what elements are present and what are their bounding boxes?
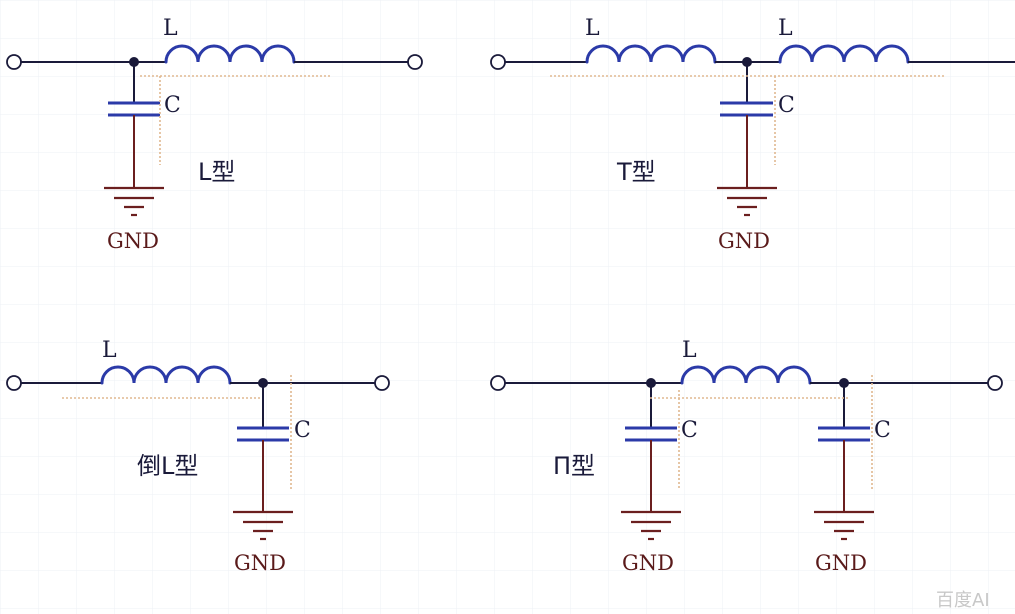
capacitor-label: C [164,93,181,118]
pi-type-filter: L C C GND GND Π型 [490,338,1003,575]
output-terminal [374,375,390,391]
inductor-symbol-left [585,44,717,64]
filter-type-label: L型 [198,158,235,186]
input-terminal [6,375,22,391]
inverted-l-type-filter: L C GND 倒L型 [6,338,390,575]
ground-label: GND [107,229,159,253]
inductor-symbol-right [778,44,910,64]
inductor-label: L [682,338,697,363]
capacitor-label-left: C [681,418,698,443]
l-type-filter: L C GND L型 [6,16,423,253]
ground-label: GND [718,229,770,253]
filter-type-label: T型 [616,158,656,186]
input-terminal [490,375,506,391]
capacitor-label-right: C [874,418,891,443]
capacitor-label: C [778,93,795,118]
inductor-symbol [680,365,812,385]
output-terminal [987,375,1003,391]
capacitor-label: C [294,418,311,443]
inductor-label: L [102,338,117,363]
ground-label-left: GND [622,551,674,575]
output-terminal [407,54,423,70]
inductor-symbol [164,44,296,64]
inductor-label-right: L [778,16,793,41]
input-terminal [6,54,22,70]
inductor-label: L [163,16,178,41]
inductor-label-left: L [585,16,600,41]
inductor-symbol [100,365,232,385]
input-terminal [490,54,506,70]
ground-label: GND [234,551,286,575]
filter-type-label: Π型 [553,452,595,480]
filter-type-label: 倒L型 [137,452,198,480]
t-type-filter: L L C GND T型 [490,16,1015,253]
watermark: 百度AI [936,590,990,611]
ground-label-right: GND [815,551,867,575]
